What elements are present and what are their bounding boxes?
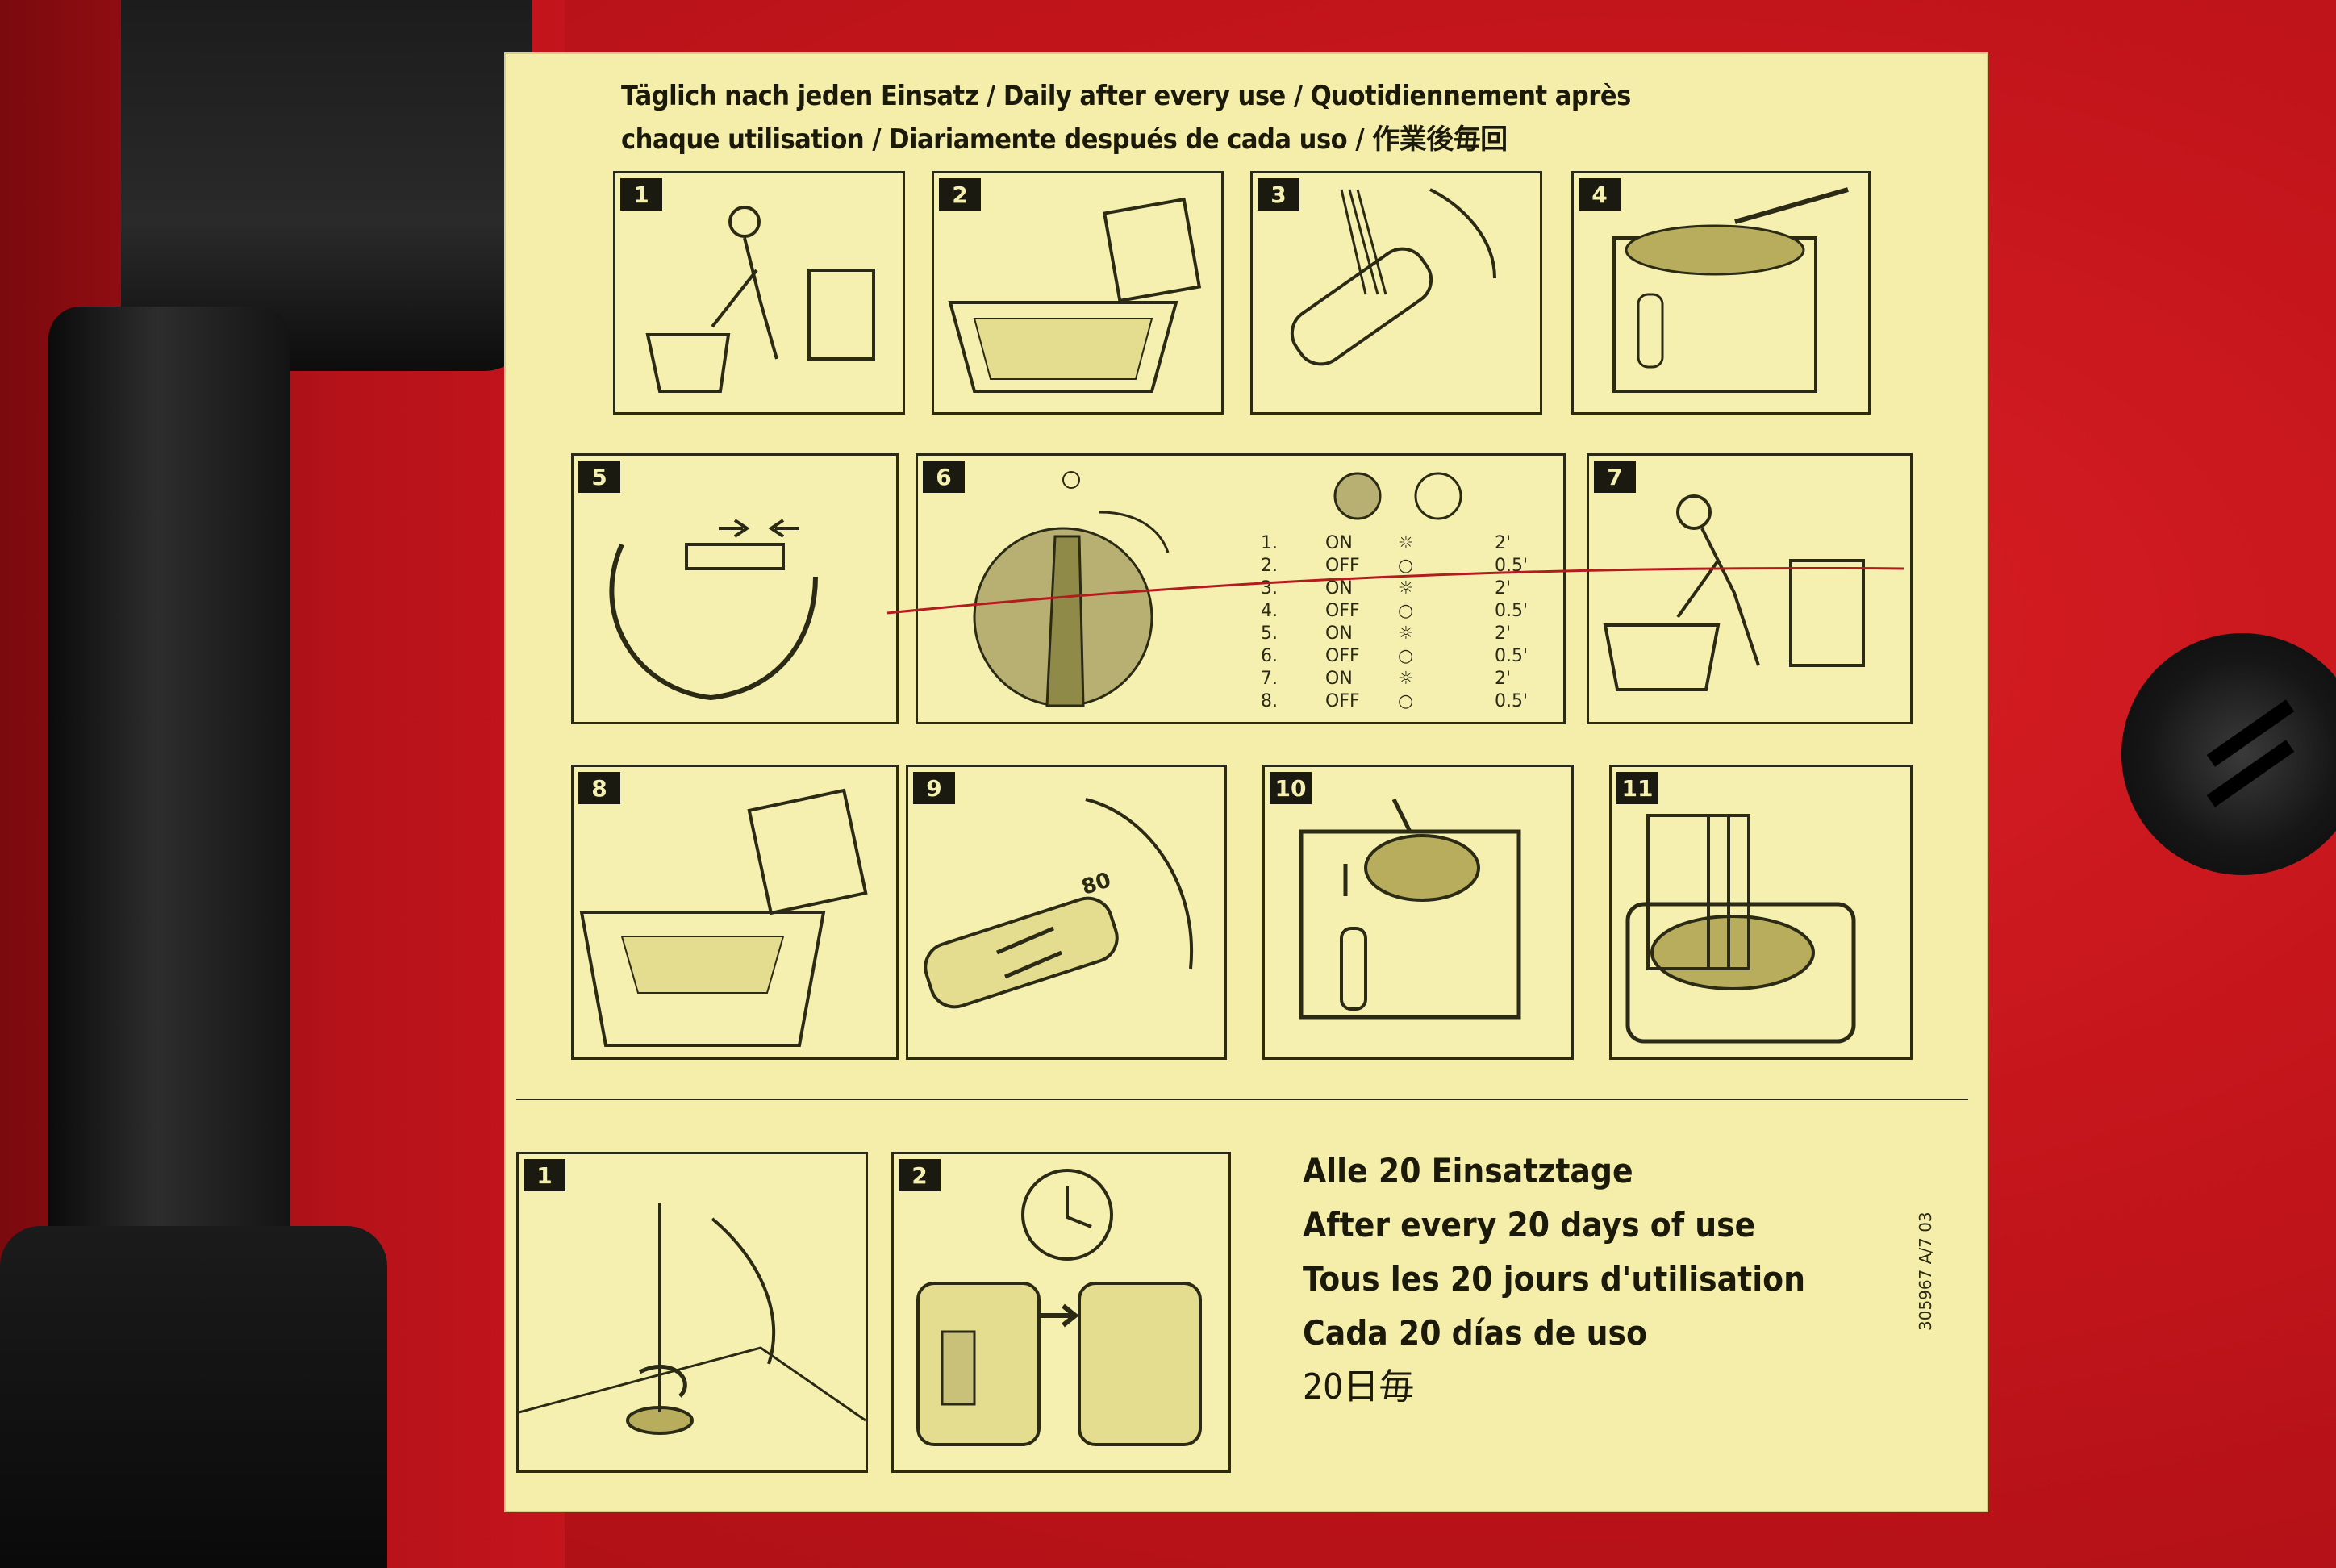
every20-jp: 20日毎 bbox=[1303, 1366, 1415, 1407]
step-number: 9 bbox=[913, 772, 955, 804]
step-number: 6 bbox=[923, 461, 965, 493]
step-panel-6: 6 1.ON☼2' 2.OFF○0.5' 3.ON☼2' 4.OFF○0.5' … bbox=[916, 453, 1566, 724]
timer-dial-illustration bbox=[973, 471, 1462, 707]
step-number: 11 bbox=[1616, 772, 1658, 804]
worker-bucket-illustration bbox=[1603, 494, 1865, 691]
step-panel-11: 11 bbox=[1609, 765, 1913, 1060]
timer-row: 5.ON☼2' bbox=[1261, 623, 1512, 644]
step-number: 2 bbox=[939, 178, 981, 211]
step-panel-10: 10 bbox=[1262, 765, 1574, 1060]
step-number: 7 bbox=[1594, 461, 1636, 493]
timer-row: 6.OFF○0.5' bbox=[1261, 646, 1529, 666]
brush-filter-illustration bbox=[1290, 188, 1496, 366]
step-number: 10 bbox=[1270, 772, 1312, 804]
periodic-maintenance-text: Alle 20 Einsatztage After every 20 days … bbox=[1303, 1144, 1932, 1414]
step-panel-2: 2 bbox=[932, 171, 1224, 415]
step-panel-9: 9 80 bbox=[906, 765, 1227, 1060]
step-panel-1: 1 bbox=[613, 171, 905, 415]
periodic-step-panel-2: 2 bbox=[891, 1152, 1231, 1473]
filter-tube-illustration bbox=[924, 798, 1194, 1009]
handle-bracket-bottom bbox=[0, 1226, 387, 1568]
step-panel-8: 8 bbox=[571, 765, 899, 1060]
replace-cartridge-illustration bbox=[916, 1169, 1202, 1446]
worker-bucket-illustration bbox=[645, 206, 875, 393]
periodic-step-panel-1: 1 bbox=[516, 1152, 868, 1473]
hose-connect-illustration bbox=[609, 519, 818, 701]
step-number: 2 bbox=[899, 1159, 941, 1191]
every20-de: Alle 20 Einsatztage bbox=[1303, 1151, 1633, 1191]
step-number: 1 bbox=[620, 178, 662, 211]
step-number: 1 bbox=[524, 1159, 565, 1191]
label-header: Täglich nach jeden Einsatz / Daily after… bbox=[621, 74, 1831, 161]
every20-en: After every 20 days of use bbox=[1303, 1205, 1756, 1245]
timer-row: 4.OFF○0.5' bbox=[1261, 601, 1529, 621]
clean-container-illustration bbox=[1612, 187, 1849, 393]
step-number: 8 bbox=[578, 772, 620, 804]
step-panel-4: 4 bbox=[1571, 171, 1871, 415]
step-number: 4 bbox=[1579, 178, 1621, 211]
step-panel-3: 3 bbox=[1250, 171, 1542, 415]
section-divider bbox=[516, 1099, 1968, 1100]
step-panel-5: 5 bbox=[571, 453, 899, 724]
step-number: 5 bbox=[578, 461, 620, 493]
timer-row: 8.OFF○0.5' bbox=[1261, 691, 1529, 711]
timer-row: 7.ON☼2' bbox=[1261, 669, 1512, 689]
step-number: 3 bbox=[1258, 178, 1299, 211]
rotate-plug-illustration bbox=[519, 1203, 866, 1435]
pour-tank-illustration bbox=[579, 788, 868, 1047]
step-panel-7: 7 bbox=[1587, 453, 1913, 724]
container-lid-illustration bbox=[1299, 798, 1521, 1020]
every20-es: Cada 20 días de uso bbox=[1303, 1313, 1647, 1353]
pour-tank-illustration bbox=[948, 197, 1202, 393]
carry-handle bbox=[48, 307, 290, 1355]
header-line-1: Täglich nach jeden Einsatz / Daily after… bbox=[621, 80, 1631, 112]
container-seal-illustration bbox=[1625, 814, 1856, 1044]
timer-row: 1.ON☼2' bbox=[1261, 533, 1512, 553]
header-line-2: chaque utilisation / Diariamente después… bbox=[621, 123, 1508, 156]
every20-fr: Tous les 20 jours d'utilisation bbox=[1303, 1259, 1806, 1299]
